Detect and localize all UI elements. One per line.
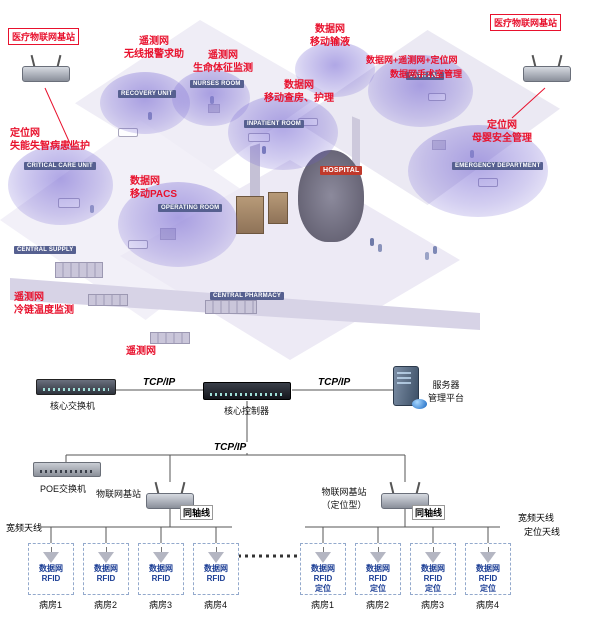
coverage-dome-infusion bbox=[295, 42, 375, 97]
iot-base-station-icon-left bbox=[22, 54, 70, 82]
room-badge-supply: CENTRAL SUPPLY bbox=[14, 246, 77, 254]
poe-switch-label: POE交换机 bbox=[40, 484, 87, 494]
ceiling-antenna-icon bbox=[315, 547, 331, 563]
pharmacy-shelf bbox=[150, 332, 190, 344]
tcpip-label-left: TCP/IP bbox=[141, 377, 178, 388]
ward-network-text: 数据网 RFID 定位 bbox=[366, 564, 390, 593]
ward-antenna-box-positioning: 数据网 RFID 定位 bbox=[410, 543, 456, 595]
ward-label: 病房4 bbox=[476, 600, 500, 610]
tcpip-label-right: TCP/IP bbox=[316, 377, 353, 388]
coverage-dome-emergency bbox=[408, 125, 548, 217]
annotation-patient-monitor: 定位网 失能失智病患监护 bbox=[10, 128, 90, 152]
controller-ports bbox=[210, 393, 284, 396]
cabinet bbox=[268, 192, 288, 224]
ward-label: 病房4 bbox=[204, 600, 228, 610]
coverage-dome-operating bbox=[118, 182, 238, 267]
ceiling-antenna-icon bbox=[43, 547, 59, 563]
coax-label-right: 同轴线 bbox=[412, 505, 446, 520]
annotation-wireless-alarm: 遥测网 无线报警求助 bbox=[124, 36, 184, 60]
supply-shelf bbox=[55, 262, 103, 278]
ward-label: 病房1 bbox=[39, 600, 63, 610]
iot-bs1-label: 物联网基站 bbox=[96, 489, 142, 499]
supply-shelf bbox=[88, 294, 128, 306]
annotation-vital-signs: 遥测网 生命体征监测 bbox=[193, 50, 253, 74]
person-figure bbox=[425, 252, 429, 260]
annotation-mobile-pacs: 数据网 移动PACS bbox=[130, 176, 178, 200]
ceiling-antenna-icon bbox=[153, 547, 169, 563]
core-switch-label: 核心交换机 bbox=[50, 401, 96, 411]
ward-antenna-box-positioning: 数据网 RFID 定位 bbox=[300, 543, 346, 595]
ward-antenna-box-positioning: 数据网 RFID 定位 bbox=[465, 543, 511, 595]
tcpip-bus-label: TCP/IP bbox=[212, 442, 249, 453]
ward-label: 病房3 bbox=[421, 600, 445, 610]
positioning-antenna-label-right: 定位天线 bbox=[524, 527, 561, 537]
core-controller-label: 核心控制器 bbox=[224, 406, 270, 416]
ceiling-antenna-icon bbox=[425, 547, 441, 563]
cabinet bbox=[236, 196, 264, 234]
person-figure bbox=[433, 246, 437, 254]
ceiling-antenna-icon bbox=[370, 547, 386, 563]
ward-label: 病房2 bbox=[366, 600, 390, 610]
coverage-dome-inpatient bbox=[228, 95, 338, 170]
core-controller-icon bbox=[203, 382, 291, 400]
ceiling-antenna-icon bbox=[208, 547, 224, 563]
broadband-antenna-label-right: 宽频天线 bbox=[518, 513, 555, 523]
person-figure bbox=[370, 238, 374, 246]
switch-ports bbox=[43, 388, 109, 391]
base-station-body bbox=[22, 66, 70, 82]
ward-label: 病房2 bbox=[94, 600, 118, 610]
coverage-dome-cathlab bbox=[368, 55, 473, 127]
poe-switch-icon bbox=[33, 462, 101, 477]
ward-network-text: 数据网 RFID 定位 bbox=[421, 564, 445, 593]
iot-bs2-label: 物联网基站 （定位型） bbox=[321, 487, 367, 510]
pharmacy-shelf bbox=[205, 300, 257, 314]
room-badge-pharmacy: CENTRAL PHARMACY bbox=[210, 292, 285, 300]
broadband-antenna-label-left: 宽频天线 bbox=[6, 523, 43, 533]
room-badge-emergency: EMERGENCY DEPARTMENT bbox=[452, 162, 544, 170]
ward-network-text: 数据网 RFID bbox=[39, 564, 63, 583]
hospital-badge: HOSPITAL bbox=[320, 166, 363, 175]
ward-network-text: 数据网 RFID 定位 bbox=[476, 564, 500, 593]
ward-network-text: 数据网 RFID 定位 bbox=[311, 564, 335, 593]
ward-network-text: 数据网 RFID bbox=[94, 564, 118, 583]
iot-base-station-icon-right bbox=[523, 54, 571, 82]
annotation-or-management: 数据网手术室管理 bbox=[390, 69, 463, 79]
ceiling-antenna-icon bbox=[98, 547, 114, 563]
room-badge-inpatient: INPATIENT ROOM bbox=[244, 120, 304, 128]
room-badge-recovery: RECOVERY UNIT bbox=[118, 90, 176, 98]
annotation-telemetry: 遥测网 bbox=[126, 346, 156, 357]
annotation-mobile-rounds: 数据网 移动查房、护理 bbox=[264, 80, 334, 104]
person-figure bbox=[378, 244, 382, 252]
server-label: 服务器 管理平台 bbox=[427, 380, 464, 403]
base-station-label-right: 医疗物联网基站 bbox=[490, 14, 562, 31]
base-station-label-left: 医疗物联网基站 bbox=[8, 28, 80, 45]
ward-antenna-box: 数据网 RFID bbox=[138, 543, 184, 595]
management-platform-icon bbox=[412, 399, 427, 409]
ward-label: 病房3 bbox=[149, 600, 173, 610]
room-badge-nurses: NURSES ROOM bbox=[190, 80, 244, 88]
annotation-mother-infant: 定位网 母婴安全管理 bbox=[472, 120, 532, 144]
ward-antenna-box: 数据网 RFID bbox=[28, 543, 74, 595]
ward-network-text: 数据网 RFID bbox=[204, 564, 228, 583]
ceiling-antenna-icon bbox=[480, 547, 496, 563]
coax-label-left: 同轴线 bbox=[180, 505, 214, 520]
ward-antenna-box-positioning: 数据网 RFID 定位 bbox=[355, 543, 401, 595]
base-station-body bbox=[523, 66, 571, 82]
ward-antenna-box: 数据网 RFID bbox=[193, 543, 239, 595]
poe-ports bbox=[40, 470, 94, 473]
ward-label: 病房1 bbox=[311, 600, 335, 610]
coverage-dome-critical-care bbox=[8, 145, 113, 225]
annotation-mobile-infusion: 数据网 移动输液 bbox=[310, 24, 350, 48]
room-badge-cathlab: CATH LAB bbox=[406, 72, 444, 80]
core-switch-icon bbox=[36, 379, 116, 395]
annotation-cold-chain: 遥测网 冷链温度监测 bbox=[14, 292, 74, 316]
ward-network-text: 数据网 RFID bbox=[149, 564, 173, 583]
room-badge-operating: OPERATING ROOM bbox=[158, 204, 223, 212]
annotation-combined-network: 数据网+遥测网+定位网 bbox=[366, 55, 458, 65]
room-badge-critical: CRITICAL CARE UNIT bbox=[24, 162, 96, 170]
ward-antenna-box: 数据网 RFID bbox=[83, 543, 129, 595]
